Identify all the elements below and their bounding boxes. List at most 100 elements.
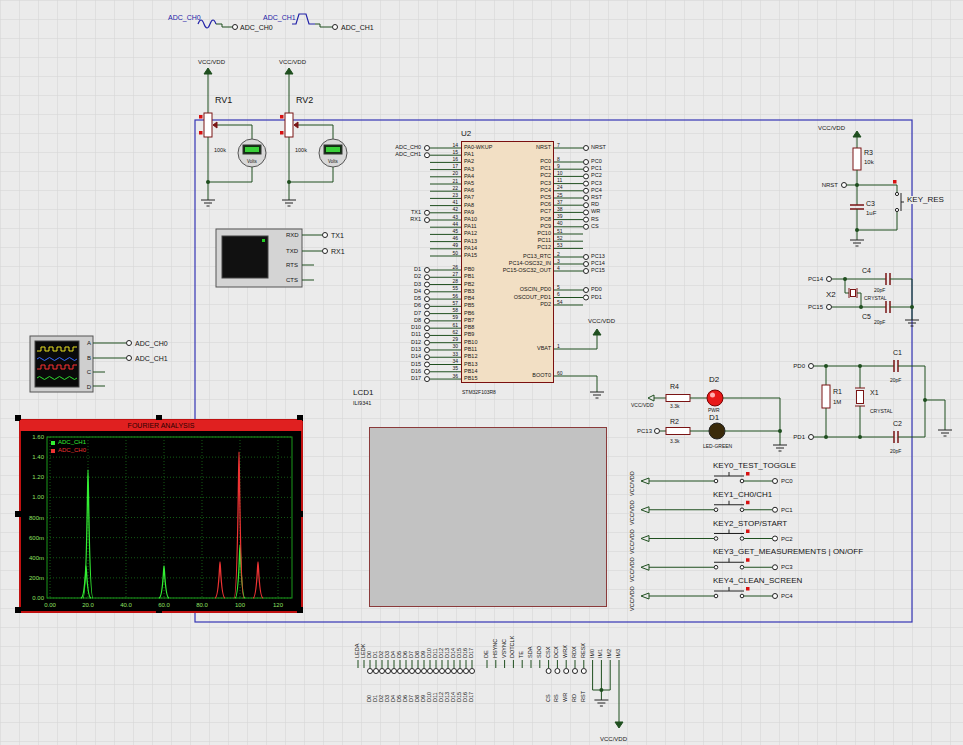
wire [610,660,611,690]
net-label: D2 [414,275,421,281]
graph-grid [47,497,292,498]
pin-state [199,115,203,119]
wire [601,660,602,700]
pin-name: RTS [286,262,298,268]
voltmeter [319,139,347,167]
component-ref: R1 [833,388,842,395]
pin-name: CTS [286,277,298,283]
pin-name: RESX [581,643,587,658]
graph-frame [47,437,292,598]
wire [554,335,597,349]
net-label: ADC_CH1 [395,152,421,158]
wire [93,372,105,373]
junction [858,435,862,439]
power-arrow [853,131,861,137]
pin-name: IM3 [616,649,622,658]
pin-name: PB11 [464,347,477,353]
pin-name: TXD [286,248,298,254]
axis-tick: 600m [29,535,44,541]
terminal [368,669,373,674]
wire [406,660,407,668]
pin-name: PC3 [540,181,551,187]
power-arrow [648,395,654,401]
wire [554,376,597,392]
net-label: RST [591,195,602,201]
net-label: PD0 [591,287,602,293]
pin-name: PA3 [464,167,474,173]
pin-number: 37 [557,199,563,204]
lcd-display: LCD1ILI9341 [369,427,607,607]
terminal [584,160,589,165]
wire [418,660,419,668]
wire [690,431,709,432]
terminal [564,669,569,674]
wire [289,167,333,182]
pin-name: PC11 [538,238,551,244]
net-label: D10 [411,325,421,331]
pin-number: 9 [557,163,560,168]
pin-state [746,530,750,534]
pin-number: 11 [557,178,562,183]
wire [430,660,431,668]
net-label: RD [572,694,578,702]
pin-name: PC0 [540,159,551,165]
terminal [584,196,589,201]
terminal [440,669,445,674]
terminal [323,233,328,238]
axis-tick: 0.00 [44,602,56,608]
pin-name: SDA [528,647,534,658]
wire [890,307,912,308]
wire [93,343,126,344]
net-label: ADC_CH0 [395,145,421,151]
graph-grid [47,457,292,458]
capacitor [894,431,898,443]
pin-name: PA4 [464,174,474,180]
pin-number: 57 [452,300,458,305]
pin-number: 22 [452,185,458,190]
switch-contact [714,537,718,541]
terminal [584,217,589,222]
net-label: PD0 [793,363,805,369]
pin-name: HSYNC [493,639,499,658]
oscilloscope [30,336,93,392]
pin-name: PA12 [464,232,477,238]
component-ref: LCD1 [353,389,373,397]
terminal [842,183,847,188]
push-button [714,530,744,534]
pin-number: 33 [452,351,458,356]
net-label: RX1 [331,248,345,255]
terminal [386,669,391,674]
terminal-led [262,239,265,242]
wire [208,74,209,113]
wire [832,279,886,280]
pin-number: 58 [452,308,458,313]
pin-name: PA9 [464,210,474,216]
pin-name: D4 [391,651,397,658]
pin-name: PA7 [464,196,474,202]
terminal [425,268,430,273]
ground-symbol [850,240,864,246]
component-ref: C4 [862,267,871,274]
net-label: D0 [367,695,373,702]
terminal [584,288,589,293]
wire [522,660,523,668]
wire [619,660,620,722]
wire [723,398,780,445]
pin-name: D5 [397,651,403,658]
net-label: D9 [421,695,427,702]
net-label: D5 [414,296,421,302]
pin-name: IM0 [590,649,596,658]
pin-number: 60 [557,370,563,375]
component-ref: C5 [862,313,871,320]
pin-number: 53 [557,242,563,247]
wire [557,660,558,668]
terminal [809,364,814,369]
net-label: CS [591,224,599,230]
pin-name: PC4 [540,188,551,194]
capacitor [894,360,898,372]
pin-number: 38 [557,206,563,211]
component-ref: RV1 [215,96,232,105]
pin-name: D8 [415,651,421,658]
terminal [323,249,328,254]
wire [649,596,714,597]
